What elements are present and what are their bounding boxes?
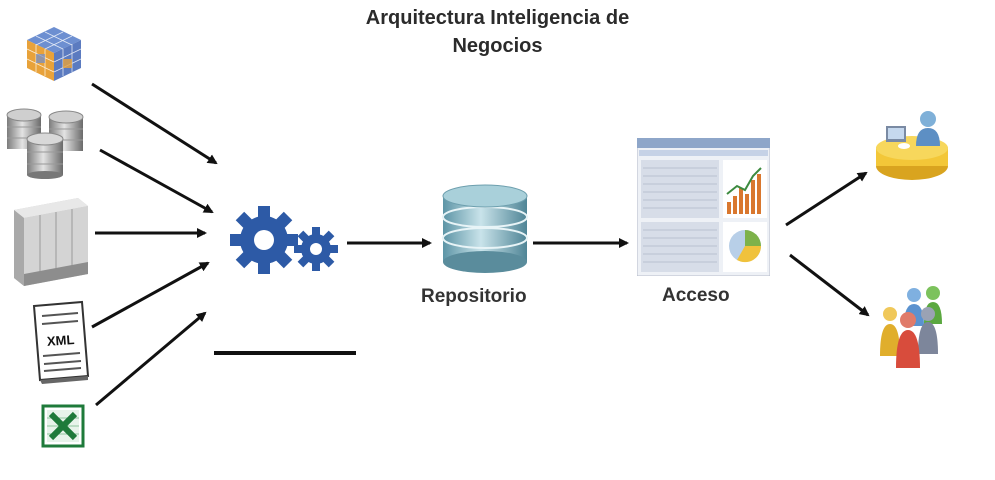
excel-icon <box>41 404 85 448</box>
xml-file-icon: XML <box>30 300 92 384</box>
arrow-xml-to-process <box>91 261 210 329</box>
database-cluster-icon <box>5 107 87 179</box>
dashboard-icon <box>637 138 770 276</box>
arrow-db-to-process <box>99 148 214 214</box>
meeting-users-icon <box>874 110 950 182</box>
server-icon <box>8 196 92 288</box>
arrow-access-to-meeting <box>785 171 868 227</box>
arrow-access-to-group <box>789 253 870 317</box>
gears-icon <box>226 203 344 277</box>
access-label: Acceso <box>662 285 730 306</box>
database-icon <box>441 184 529 274</box>
olap-cube-icon <box>24 24 84 84</box>
repository-label: Repositorio <box>421 286 527 307</box>
diagram-title: Arquitectura Inteligencia de Negocios <box>300 4 695 60</box>
arrow-cube-to-process <box>91 82 218 165</box>
user-group-icon <box>878 284 948 374</box>
xml-label: XML <box>46 332 74 349</box>
title-line-2: Negocios <box>452 35 543 57</box>
arrow-excel-to-process <box>95 311 207 407</box>
title-line-1: Arquitectura Inteligencia de <box>365 7 630 29</box>
